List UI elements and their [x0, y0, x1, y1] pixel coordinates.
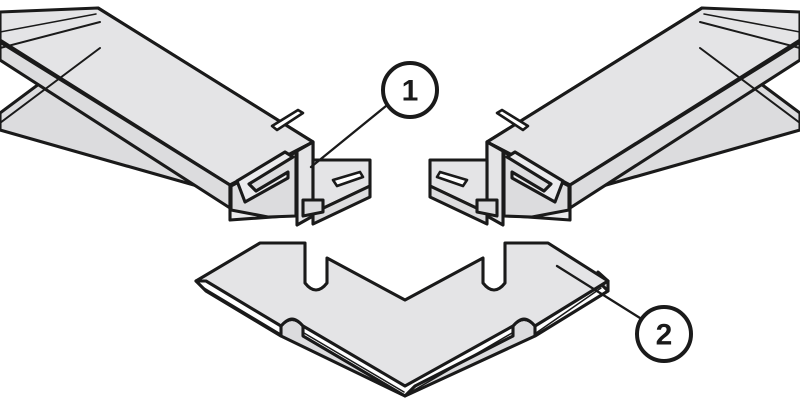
corner-plate-bottomleft-depth-line — [303, 332, 405, 393]
corner-plate-left-notch — [280, 317, 304, 327]
corner-plate-right-depth-line — [535, 287, 602, 334]
callout-1-leader-line — [309, 104, 388, 169]
left-profile-bottom-flange-edge — [311, 184, 372, 226]
left-profile-top-groove-line-a — [0, 13, 97, 33]
callout-2[interactable]: 2 — [555, 264, 693, 363]
right-profile — [428, 6, 800, 227]
callout-1[interactable]: 1 — [309, 61, 439, 169]
right-profile-groove-lip — [505, 150, 565, 204]
callout-1-circle[interactable] — [381, 61, 439, 119]
callout-2-number: 2 — [656, 319, 673, 352]
right-profile-top-groove-line-b — [699, 21, 800, 49]
corner-plate-left-depth-line — [203, 287, 280, 334]
callout-2-circle[interactable] — [635, 305, 693, 363]
callout-2-leader-line — [555, 264, 642, 320]
left-profile-lower-groove-line — [0, 47, 101, 124]
left-profile-upper-slot — [270, 108, 305, 132]
corner-plate-right-notch — [512, 317, 536, 327]
corner-connector-plate — [194, 241, 610, 398]
right-profile-flange-slot — [435, 170, 469, 188]
left-profile — [0, 6, 372, 227]
right-profile-bottom-flange-edge — [428, 184, 489, 226]
corner-plate-bottomright-depth-line — [410, 332, 513, 393]
left-profile-flange-slot — [331, 170, 365, 188]
callout-1-number: 1 — [402, 75, 419, 108]
left-profile-groove-lip — [235, 150, 295, 204]
right-profile-lower-groove-line — [699, 47, 800, 124]
right-profile-top-groove-line-a — [703, 13, 800, 33]
left-profile-foot-tab — [301, 198, 325, 218]
right-profile-upper-slot — [495, 108, 530, 132]
left-profile-top-groove-line-b — [0, 21, 101, 49]
right-profile-foot-tab — [475, 198, 499, 218]
